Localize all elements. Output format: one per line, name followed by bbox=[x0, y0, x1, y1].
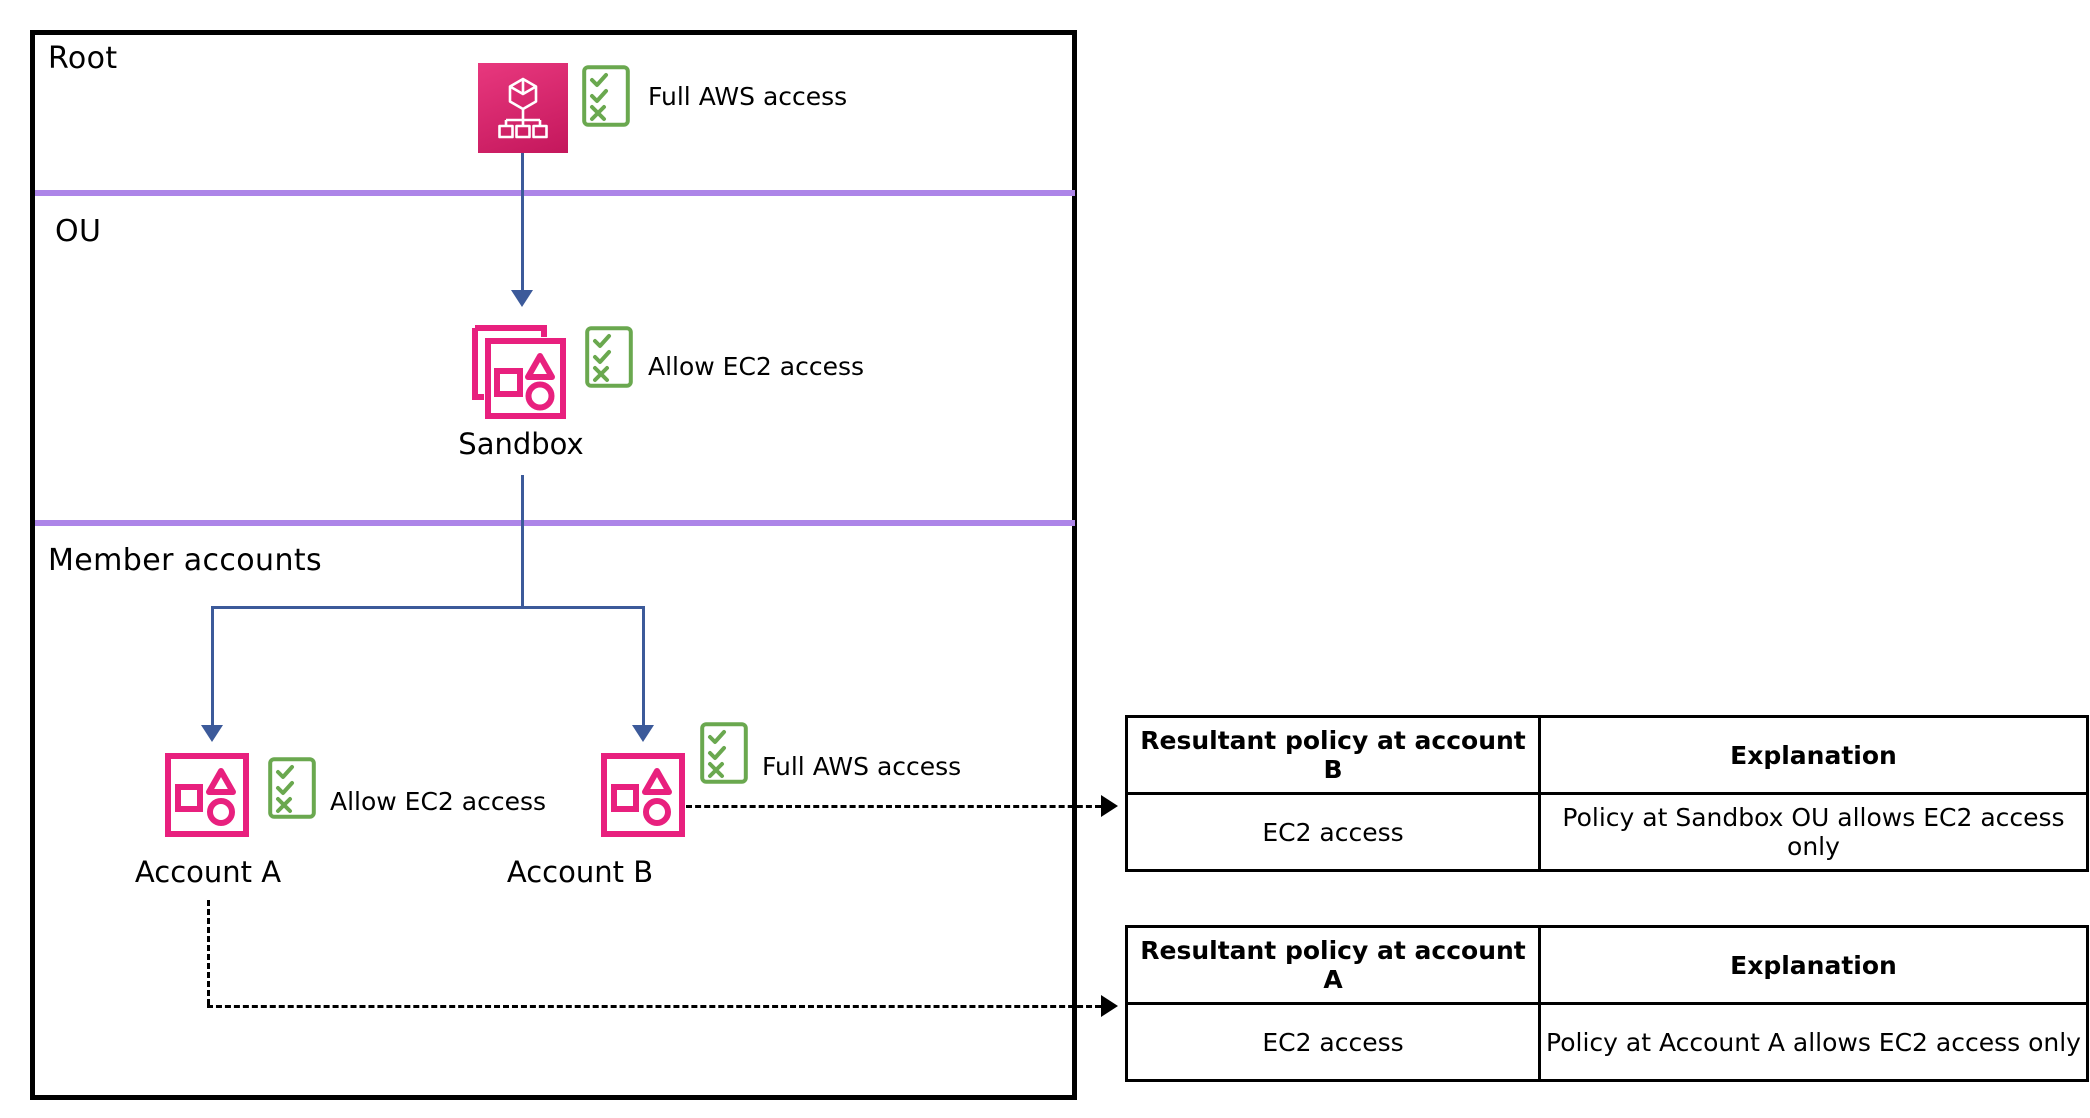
tier-divider-root-ou bbox=[35, 190, 1075, 196]
node-label-account-a: Account A bbox=[134, 855, 282, 889]
table-header-explanation: Explanation bbox=[1538, 715, 2089, 795]
table-cell-explanation: Policy at Account A allows EC2 access on… bbox=[1538, 1002, 2089, 1082]
policy-checklist-icon-account-b bbox=[700, 722, 748, 784]
policy-checklist-icon-ou bbox=[585, 326, 633, 388]
node-label-account-b: Account B bbox=[506, 855, 654, 889]
tier-label-root: Root bbox=[48, 41, 118, 76]
tier-label-ou: OU bbox=[55, 214, 102, 249]
callout-arrow-account-b bbox=[1101, 795, 1118, 817]
table-cell-policy: EC2 access bbox=[1125, 1002, 1541, 1082]
connector-to-account-a bbox=[211, 606, 214, 728]
tier-divider-ou-member bbox=[35, 520, 1075, 526]
policy-checklist-icon-root bbox=[582, 65, 630, 127]
organization-diagram-frame bbox=[30, 30, 1077, 1100]
callout-line-account-a-vertical bbox=[207, 900, 210, 1005]
aws-organizations-icon bbox=[478, 63, 568, 153]
organizational-unit-icon bbox=[470, 323, 568, 421]
table-cell-policy: EC2 access bbox=[1125, 792, 1541, 872]
policy-label-account-b: Full AWS access bbox=[762, 752, 962, 781]
connector-arrow-to-account-b bbox=[632, 725, 654, 742]
table-header-resultant-policy: Resultant policy at account A bbox=[1125, 925, 1541, 1005]
resultant-policy-table-account-a: Resultant policy at account A Explanatio… bbox=[1125, 925, 2089, 1082]
connector-arrow-to-ou bbox=[511, 290, 533, 307]
callout-arrow-account-a bbox=[1101, 995, 1118, 1017]
policy-label-root: Full AWS access bbox=[648, 82, 848, 111]
connector-to-account-b bbox=[642, 606, 645, 728]
aws-account-icon-a bbox=[164, 752, 250, 838]
aws-account-icon-b bbox=[600, 752, 686, 838]
policy-label-account-a: Allow EC2 access bbox=[330, 787, 547, 816]
table-cell-explanation: Policy at Sandbox OU allows EC2 access o… bbox=[1538, 792, 2089, 872]
resultant-policy-table-account-b: Resultant policy at account B Explanatio… bbox=[1125, 715, 2089, 872]
table-header-row: Resultant policy at account B Explanatio… bbox=[1125, 715, 2089, 795]
policy-label-ou: Allow EC2 access bbox=[648, 352, 865, 381]
table-header-explanation: Explanation bbox=[1538, 925, 2089, 1005]
table-header-row: Resultant policy at account A Explanatio… bbox=[1125, 925, 2089, 1005]
callout-line-account-b bbox=[686, 805, 1101, 808]
table-row: EC2 access Policy at Sandbox OU allows E… bbox=[1125, 792, 2089, 872]
node-label-sandbox: Sandbox bbox=[458, 427, 584, 461]
connector-root-to-ou bbox=[521, 153, 524, 293]
callout-line-account-a-horizontal bbox=[207, 1005, 1101, 1008]
table-row: EC2 access Policy at Account A allows EC… bbox=[1125, 1002, 2089, 1082]
connector-ou-trunk bbox=[521, 475, 524, 608]
tier-label-member-accounts: Member accounts bbox=[48, 543, 323, 578]
policy-checklist-icon-account-a bbox=[268, 757, 316, 819]
connector-accounts-bus bbox=[211, 606, 645, 609]
connector-arrow-to-account-a bbox=[201, 725, 223, 742]
table-header-resultant-policy: Resultant policy at account B bbox=[1125, 715, 1541, 795]
